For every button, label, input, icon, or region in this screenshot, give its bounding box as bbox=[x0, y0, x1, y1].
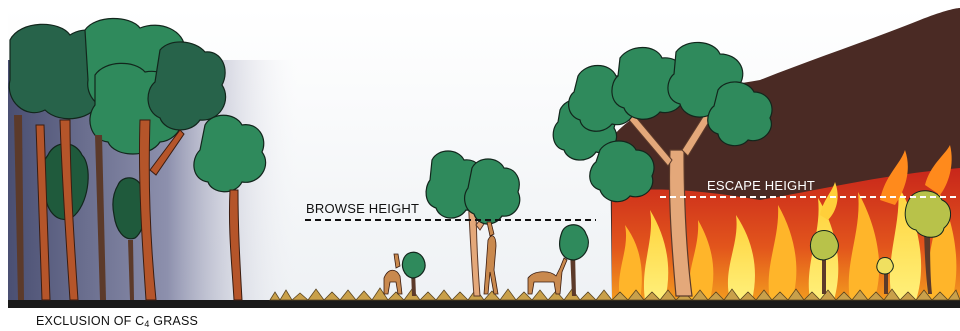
caption: EXCLUSION OF C4 GRASS bbox=[36, 314, 198, 329]
browse-height-label: BROWSE HEIGHT bbox=[306, 201, 419, 216]
tree-canopy bbox=[877, 258, 893, 275]
ground-line bbox=[8, 300, 960, 308]
caption-prefix: EXCLUSION OF C bbox=[36, 314, 144, 328]
tree-canopy bbox=[194, 115, 266, 192]
tree-canopy bbox=[402, 252, 425, 278]
caption-suffix: GRASS bbox=[150, 314, 198, 328]
tree-canopy bbox=[811, 231, 839, 261]
tree-canopy bbox=[560, 225, 589, 260]
escape-height-label: ESCAPE HEIGHT bbox=[707, 178, 815, 193]
